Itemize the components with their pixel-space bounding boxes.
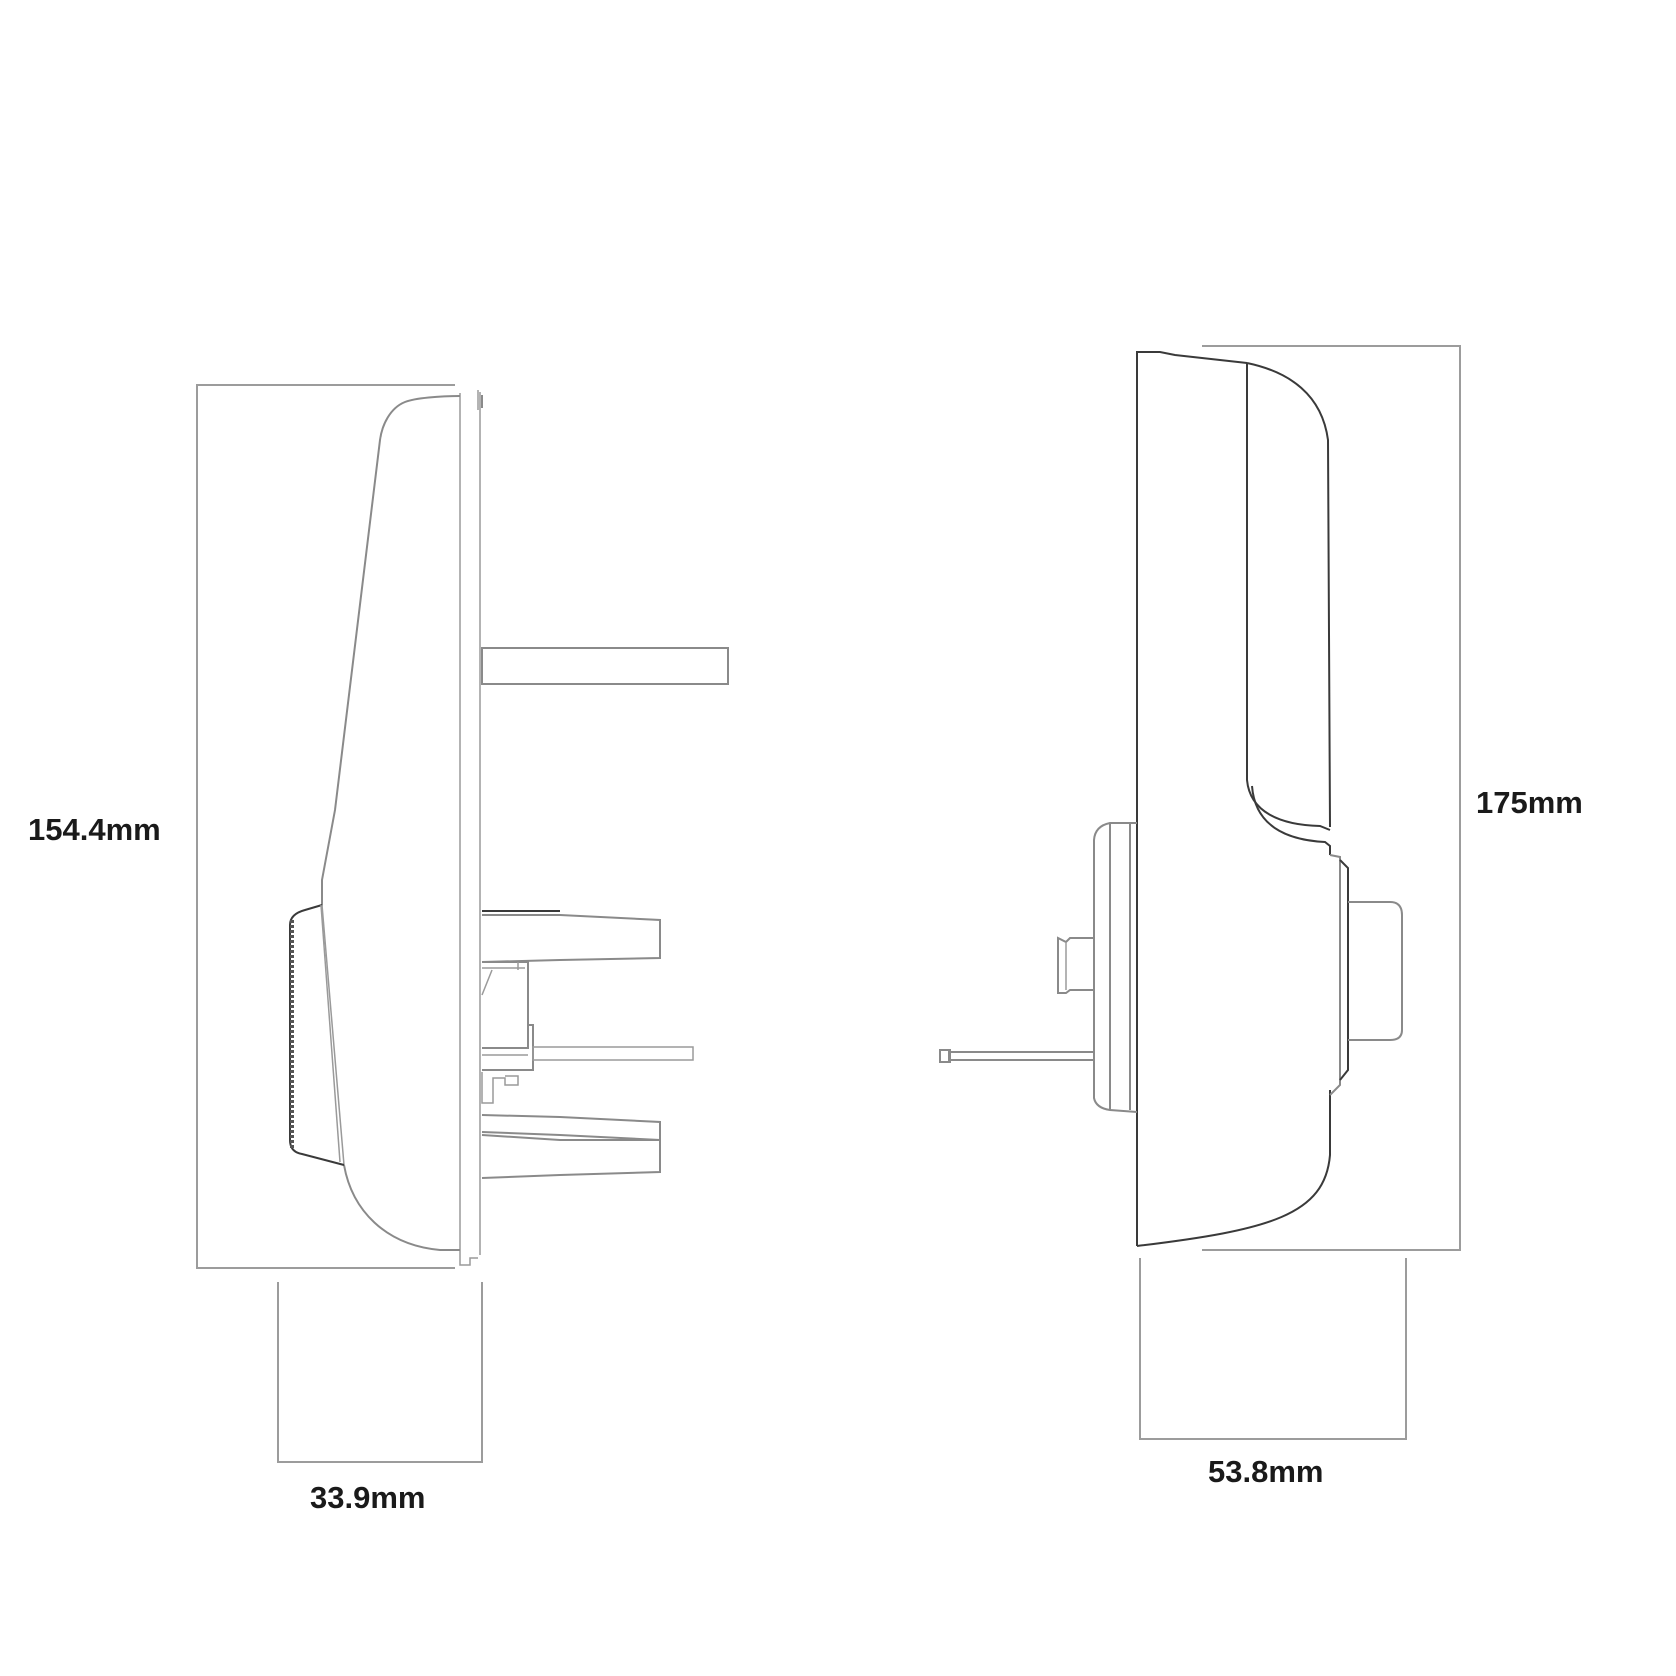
left-depth-label: 33.9mm xyxy=(310,1480,426,1515)
left-height-label: 154.4mm xyxy=(28,812,161,847)
right-front-escutcheon xyxy=(1329,854,1403,1096)
right-back-escutcheon xyxy=(1093,822,1138,1113)
right-lock-side-view xyxy=(939,345,1461,1440)
left-keypad-module xyxy=(289,904,345,1166)
left-lower-bracket xyxy=(481,1114,661,1179)
left-upper-bracket xyxy=(481,910,661,963)
left-depth-dimension-lines xyxy=(277,1282,483,1463)
left-top-bar xyxy=(481,647,729,685)
right-lock-body xyxy=(1136,351,1331,1247)
left-center-mechanism xyxy=(481,961,694,1104)
left-height-dimension-lines xyxy=(196,384,455,1269)
right-height-dimension-lines xyxy=(1202,345,1461,1251)
left-lock-side-view xyxy=(196,384,729,1463)
left-mounting-plate xyxy=(459,390,483,1266)
left-lock-body xyxy=(321,395,461,1251)
right-tailpiece xyxy=(939,1049,1095,1063)
right-depth-dimension-lines xyxy=(1139,1258,1407,1440)
right-stub-connector xyxy=(1057,936,1094,994)
right-height-label: 175mm xyxy=(1476,785,1583,820)
right-depth-label: 53.8mm xyxy=(1208,1454,1324,1489)
